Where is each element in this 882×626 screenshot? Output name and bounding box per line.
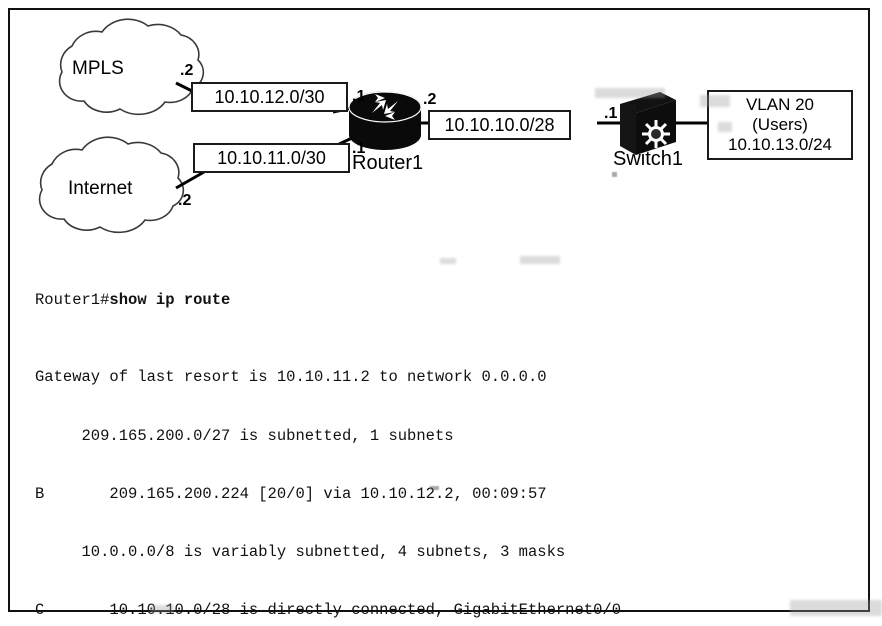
page-border bbox=[8, 8, 870, 612]
mpls-interface-label: .2 bbox=[180, 62, 194, 79]
router-prompt: Router1# bbox=[35, 290, 110, 309]
router-route-line: 10.0.0.0/8 is variably subnetted, 4 subn… bbox=[35, 543, 566, 562]
vlan-name: VLAN 20 bbox=[745, 94, 815, 114]
network-label-10-10-10-0: 10.10.10.0/28 bbox=[428, 110, 571, 140]
cli-output: Router1#show ip route Gateway of last re… bbox=[35, 252, 865, 626]
router-mpls-interface-label: .1 bbox=[352, 88, 366, 105]
router-lan-interface-label: .2 bbox=[423, 91, 437, 108]
router-internet-interface-label: .1 bbox=[352, 140, 366, 157]
internet-interface-label: .2 bbox=[178, 192, 192, 209]
vlan-users: (Users) bbox=[752, 114, 808, 134]
router-route-line: B 209.165.200.224 [20/0] via 10.10.12.2,… bbox=[35, 484, 547, 503]
switch1-label: Switch1 bbox=[613, 148, 684, 170]
vlan-info-box: VLAN 20 (Users) 10.10.13.0/24 bbox=[707, 90, 853, 160]
mpls-cloud-shape bbox=[58, 18, 205, 116]
router-route-line: C 10.10.10.0/28 is directly connected, G… bbox=[35, 601, 621, 620]
router-route-line: Gateway of last resort is 10.10.11.2 to … bbox=[35, 368, 547, 387]
vlan-subnet: 10.10.13.0/24 bbox=[728, 135, 832, 155]
network-topology-diagram: MPLS Internet .2 .2 10.10.12.0/30 10.10.… bbox=[0, 0, 882, 250]
router-route-line: 209.165.200.0/27 is subnetted, 1 subnets bbox=[35, 426, 454, 445]
router-command: show ip route bbox=[109, 290, 231, 309]
internet-cloud-label: Internet bbox=[68, 178, 133, 199]
switch-uplink-interface-label: .1 bbox=[604, 105, 618, 122]
network-label-10-10-12-0: 10.10.12.0/30 bbox=[191, 82, 348, 112]
mpls-cloud-label: MPLS bbox=[72, 58, 124, 79]
switch-icon bbox=[620, 92, 676, 155]
router-icon bbox=[348, 91, 422, 150]
network-label-10-10-11-0: 10.10.11.0/30 bbox=[193, 143, 350, 173]
router-command-line: Router1#show ip route bbox=[35, 291, 865, 310]
router1-label: Router1 bbox=[352, 152, 424, 174]
